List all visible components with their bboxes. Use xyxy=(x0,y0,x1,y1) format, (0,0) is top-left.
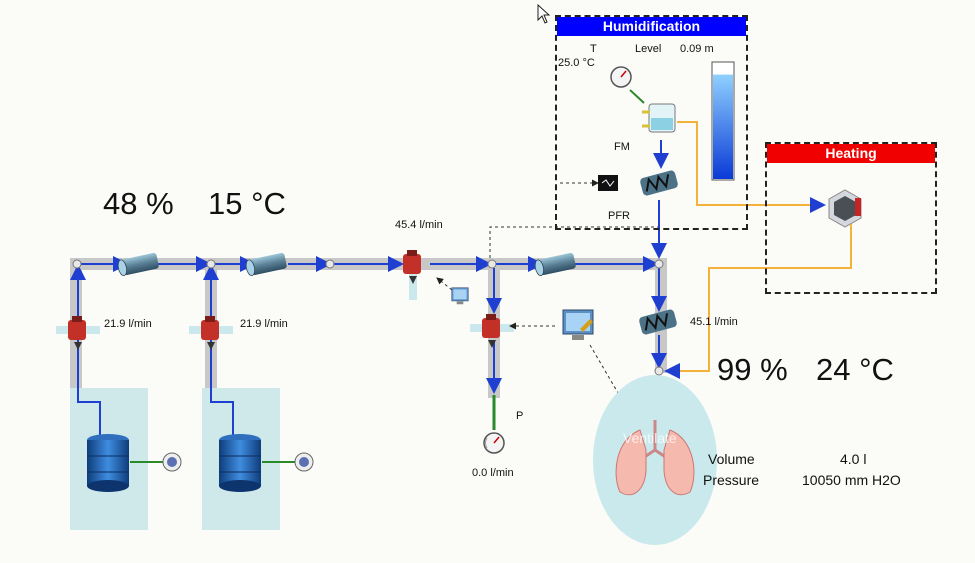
pressure-value: 10050 mm H2O xyxy=(802,472,901,488)
left-temperature-readout: 15 °C xyxy=(208,186,286,221)
level-bar xyxy=(711,61,735,181)
humidifier-internals xyxy=(598,66,676,191)
junction-nodes xyxy=(72,259,664,376)
humidification-panel: Humidification xyxy=(555,15,748,230)
main-flow-label: 45.4 l/min xyxy=(395,219,443,231)
lung-icon[interactable] xyxy=(593,375,717,545)
fm-label: FM xyxy=(614,141,630,153)
temperature-value: 25.0 °C xyxy=(558,57,595,69)
control-valves[interactable] xyxy=(56,250,514,350)
volume-value: 4.0 l xyxy=(840,451,867,467)
pressure-gauge-icon[interactable] xyxy=(483,432,505,454)
outlet-flow-label: 45.1 l/min xyxy=(690,316,738,328)
tank-monitor-icons[interactable] xyxy=(130,452,314,472)
branch-p-label: P xyxy=(516,410,524,422)
level-label: Level xyxy=(635,43,662,55)
heating-panel: Heating xyxy=(765,142,937,294)
source2-flow-label: 21.9 l/min xyxy=(240,318,288,330)
monitor-icons[interactable] xyxy=(451,287,594,340)
humidification-title: Humidification xyxy=(557,17,746,36)
temperature-label: T xyxy=(590,43,597,55)
lung-overlay-text: Ventilate xyxy=(623,430,677,446)
right-temperature-readout: 24 °C xyxy=(816,352,894,387)
source1-flow-label: 21.9 l/min xyxy=(104,318,152,330)
left-humidity-readout: 48 % xyxy=(103,186,174,221)
heater-icon[interactable] xyxy=(828,189,862,228)
heat-lines xyxy=(664,121,852,379)
branch-flow-label: 0.0 l/min xyxy=(472,467,514,479)
pressure-label: Pressure xyxy=(703,472,760,488)
gas-tanks[interactable] xyxy=(87,434,261,492)
level-value: 0.09 m xyxy=(680,43,714,55)
pfr-label: PFR xyxy=(608,210,630,222)
coil-exchangers[interactable] xyxy=(638,170,678,336)
right-humidity-readout: 99 % xyxy=(717,352,788,387)
volume-label: Volume xyxy=(708,451,755,467)
heating-title: Heating xyxy=(767,144,935,163)
mouse-cursor-icon xyxy=(537,4,551,24)
humidifier-vessel-icon xyxy=(642,103,676,133)
pipe-segments[interactable] xyxy=(117,252,576,277)
